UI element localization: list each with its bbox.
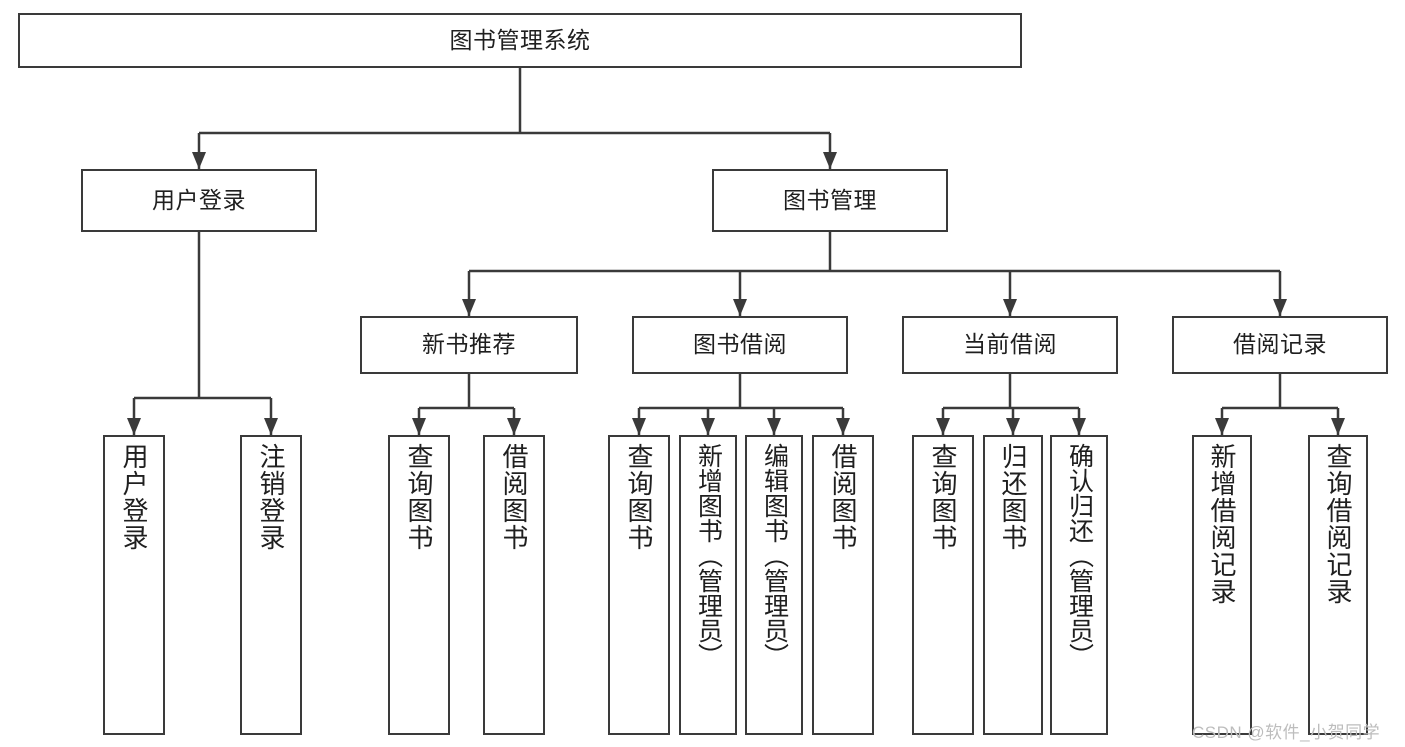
node-label: 借阅图书 — [828, 443, 858, 551]
node-leaf-edit-book[interactable]: 编辑图书（管理员） — [745, 435, 803, 735]
node-leaf-user-login[interactable]: 用户登录 — [103, 435, 165, 735]
arrowhead-icon — [836, 418, 850, 435]
node-user-login[interactable]: 用户登录 — [81, 169, 317, 232]
node-label: 查询图书 — [624, 443, 654, 551]
node-label: 新书推荐 — [422, 331, 516, 358]
arrowhead-icon — [1331, 418, 1345, 435]
node-leaf-query-3[interactable]: 查询图书 — [912, 435, 974, 735]
node-label: 注销登录 — [256, 443, 286, 551]
arrowhead-icon — [936, 418, 950, 435]
watermark-text: CSDN @软件_小贺同学 — [1192, 723, 1381, 742]
node-label: 查询图书 — [404, 443, 434, 551]
node-label: 查询借阅记录 — [1323, 443, 1353, 605]
node-label: 确认归还（管理员） — [1065, 443, 1094, 668]
node-label: 图书管理系统 — [449, 26, 591, 53]
node-leaf-query-2[interactable]: 查询图书 — [608, 435, 670, 735]
node-label: 当前借阅 — [963, 331, 1057, 358]
node-leaf-query-rec[interactable]: 查询借阅记录 — [1308, 435, 1368, 735]
node-leaf-borrow-2[interactable]: 借阅图书 — [812, 435, 874, 735]
node-root[interactable]: 图书管理系统 — [18, 13, 1022, 68]
node-borrow-record[interactable]: 借阅记录 — [1172, 316, 1388, 374]
arrowhead-icon — [701, 418, 715, 435]
arrowhead-icon — [192, 152, 206, 169]
arrowhead-icon — [1215, 418, 1229, 435]
arrowhead-icon — [823, 152, 837, 169]
node-label: 归还图书 — [998, 443, 1028, 551]
node-label: 新增图书（管理员） — [694, 443, 723, 668]
arrowhead-icon — [127, 418, 141, 435]
node-leaf-borrow-1[interactable]: 借阅图书 — [483, 435, 545, 735]
node-book-manage[interactable]: 图书管理 — [712, 169, 948, 232]
node-leaf-add-book[interactable]: 新增图书（管理员） — [679, 435, 737, 735]
arrowhead-icon — [1006, 418, 1020, 435]
arrowhead-icon — [462, 299, 476, 316]
node-leaf-add-rec[interactable]: 新增借阅记录 — [1192, 435, 1252, 735]
arrowhead-icon — [507, 418, 521, 435]
arrowhead-icon — [1072, 418, 1086, 435]
node-label: 查询图书 — [928, 443, 958, 551]
arrowhead-icon — [1273, 299, 1287, 316]
arrowhead-icon — [733, 299, 747, 316]
node-label: 借阅图书 — [499, 443, 529, 551]
node-leaf-logout[interactable]: 注销登录 — [240, 435, 302, 735]
arrowhead-icon — [632, 418, 646, 435]
node-book-borrow[interactable]: 图书借阅 — [632, 316, 848, 374]
node-label: 图书管理 — [783, 186, 877, 213]
node-new-book-rec[interactable]: 新书推荐 — [360, 316, 578, 374]
node-label: 编辑图书（管理员） — [760, 443, 789, 668]
node-leaf-return[interactable]: 归还图书 — [983, 435, 1043, 735]
node-label: 用户登录 — [152, 186, 246, 213]
arrowhead-icon — [264, 418, 278, 435]
arrowhead-icon — [1003, 299, 1017, 316]
arrowhead-icon — [412, 418, 426, 435]
node-label: 新增借阅记录 — [1207, 443, 1237, 605]
node-leaf-confirm[interactable]: 确认归还（管理员） — [1050, 435, 1108, 735]
arrowhead-icon — [767, 418, 781, 435]
node-label: 借阅记录 — [1233, 331, 1327, 358]
node-current-borrow[interactable]: 当前借阅 — [902, 316, 1118, 374]
node-label: 图书借阅 — [693, 331, 787, 358]
node-label: 用户登录 — [119, 443, 149, 551]
node-leaf-query-1[interactable]: 查询图书 — [388, 435, 450, 735]
